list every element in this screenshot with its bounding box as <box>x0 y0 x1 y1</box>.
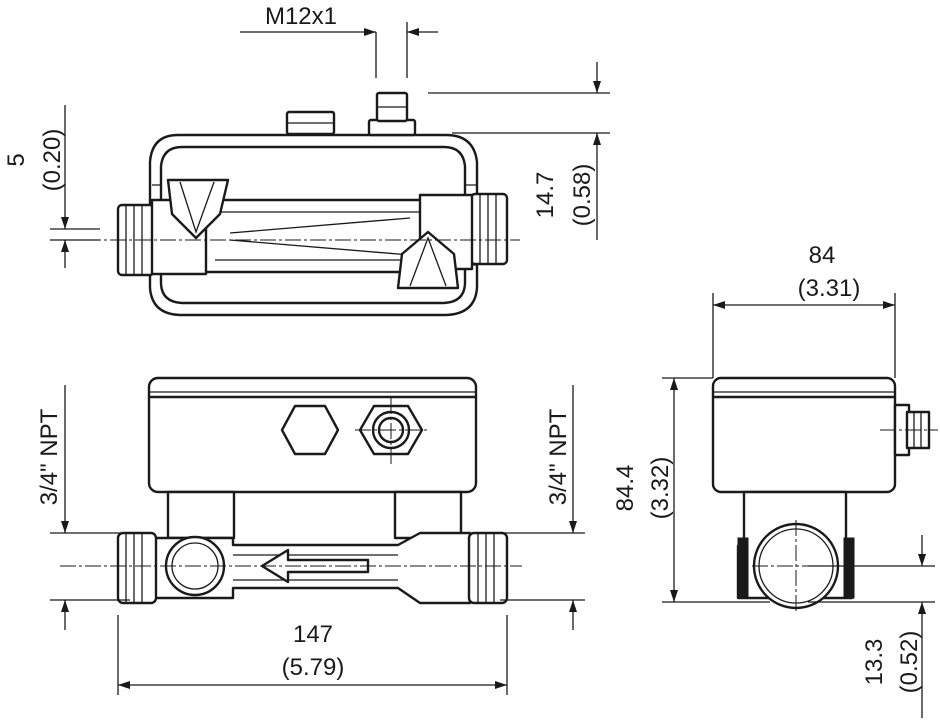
dim-pipe-axis-extension <box>808 565 935 603</box>
side-view <box>711 376 938 612</box>
top-fitting-right-thread <box>479 194 497 264</box>
dim-connector-extension <box>428 92 610 134</box>
front-riser-left <box>166 490 236 540</box>
dim-total-height-mm: 84.4 <box>612 465 639 512</box>
top-pipe-tube <box>203 198 433 274</box>
top-view <box>60 91 520 317</box>
dimensions: M12x1 5 (0.20) 14.7 (0.58) 84 (3.31) 3/4… <box>3 3 935 718</box>
dim-thread-extension <box>375 22 408 78</box>
top-fitting-right <box>469 192 509 266</box>
top-transducer-right <box>396 230 460 290</box>
top-housing-inner-rim <box>159 145 467 305</box>
top-transducer-right-edge <box>409 236 447 287</box>
top-transducer-left <box>166 178 230 240</box>
dim-offset-inch: (0.20) <box>39 129 66 192</box>
front-fitting-right-thread <box>477 533 495 603</box>
front-hex-plug <box>280 404 340 456</box>
top-connector-base <box>367 118 417 137</box>
dim-offset-mm: 5 <box>3 153 30 166</box>
top-housing-outline <box>148 133 479 317</box>
top-pipe-hatch <box>229 217 411 256</box>
dim-total-height-inch: (3.32) <box>647 457 674 520</box>
dim-offset-extension <box>50 228 100 241</box>
dim-side-width-extension <box>712 293 896 378</box>
side-fitting-right-edge <box>843 537 855 599</box>
dim-pipe-axis-mm: 13.3 <box>861 639 888 686</box>
front-connector-centerline <box>355 398 428 464</box>
dim-connector-mm: 14.7 <box>532 172 559 219</box>
side-fitting-left-edge <box>737 537 749 599</box>
front-fitting-left-thread <box>125 533 143 603</box>
dim-npt-right-label: 3/4" NPT <box>545 408 572 505</box>
dim-npt-left-label: 3/4" NPT <box>36 408 63 505</box>
dim-side-width-inch: (3.31) <box>798 275 861 302</box>
front-riser-right <box>393 490 463 540</box>
front-view <box>60 376 522 605</box>
front-fitting-right <box>467 531 509 605</box>
top-transducer-left-edge <box>179 181 215 235</box>
dim-length-inch: (5.79) <box>282 654 345 681</box>
front-fitting-left <box>116 531 158 605</box>
side-housing <box>711 376 897 494</box>
dim-length-mm: 147 <box>293 621 333 648</box>
dim-side-width-mm: 84 <box>809 242 836 269</box>
dim-connector-inch: (0.58) <box>569 164 596 227</box>
top-pipe-inner <box>215 211 420 261</box>
dim-thread-label: M12x1 <box>265 3 337 30</box>
dim-pipe-axis-inch: (0.52) <box>896 631 923 694</box>
